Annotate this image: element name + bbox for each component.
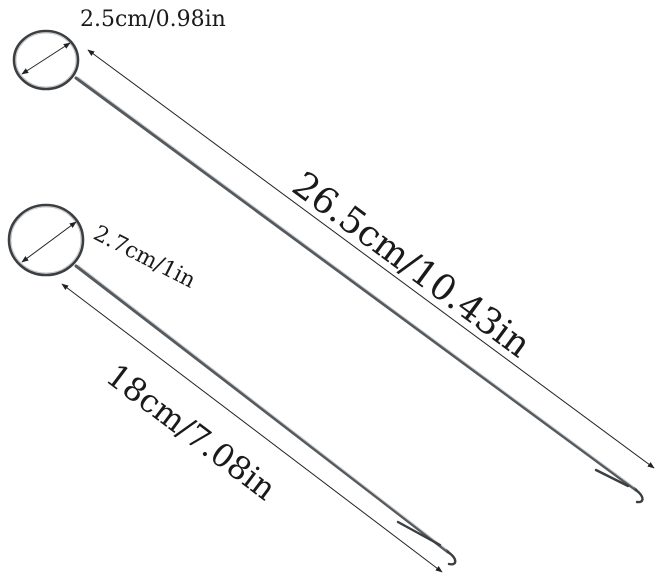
short-length-dimension-line <box>61 283 443 573</box>
long-needle-ring <box>12 29 80 91</box>
long-length-dimension-line <box>87 49 655 469</box>
short-needle-ring <box>7 203 85 277</box>
short-needle-ring-highlight <box>10 206 82 274</box>
long-length-label: 26.5cm/10.43in <box>285 164 538 366</box>
long-needle-hook <box>634 488 644 504</box>
long-needle-ring-highlight <box>15 32 77 88</box>
short-length-label: 18cm/7.08in <box>99 356 283 508</box>
short-ring-diameter-label: 2.7cm/1in <box>89 221 199 294</box>
short-needle-hook <box>446 550 457 566</box>
long-ring-diameter-label: 2.5cm/0.98in <box>80 7 226 32</box>
long-ring-dimension-line <box>21 42 71 75</box>
short-needle-eye <box>396 520 442 547</box>
short-ring-dimension-line <box>21 221 77 263</box>
long-needle: 2.5cm/0.98in 26.5cm/10.43in <box>12 7 655 504</box>
long-needle-eye <box>594 468 630 488</box>
